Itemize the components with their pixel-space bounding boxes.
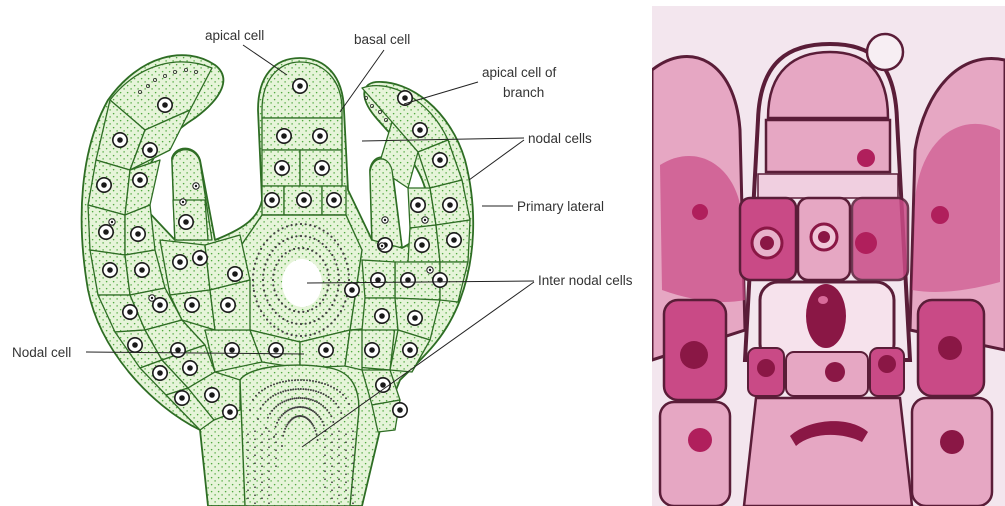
small-nucleus-7 bbox=[379, 243, 385, 249]
nucleus-26 bbox=[223, 405, 237, 419]
left-cortical-cell-2 bbox=[660, 402, 730, 506]
leader-nodal-cells-b bbox=[469, 140, 524, 180]
nucleus-45 bbox=[433, 273, 447, 287]
label-nodal-cells: nodal cells bbox=[528, 131, 592, 146]
nucleus-16 bbox=[103, 263, 117, 277]
nucleus-11 bbox=[143, 143, 157, 157]
nodal-nucleolus-left bbox=[760, 236, 774, 250]
label-apical-cell-of-branch-line2: branch bbox=[503, 85, 544, 100]
nucleus-50 bbox=[376, 378, 390, 392]
nucleus-25 bbox=[205, 388, 219, 402]
lower-nucleus-1 bbox=[757, 359, 775, 377]
nucleus-53 bbox=[345, 283, 359, 297]
nucleus-9 bbox=[158, 98, 172, 112]
nucleus-12 bbox=[97, 178, 111, 192]
nucleus-20 bbox=[128, 338, 142, 352]
internodal-cell-lower bbox=[240, 365, 359, 506]
right-cortical-nucleus-2 bbox=[940, 430, 964, 454]
basal-row-1 bbox=[262, 118, 342, 150]
left-branch-nucleus bbox=[692, 204, 708, 220]
nodal-nucleolus-center bbox=[818, 231, 830, 243]
leader-apical-cell bbox=[243, 45, 287, 75]
lower-internode bbox=[744, 398, 912, 506]
nucleus-38 bbox=[413, 123, 427, 137]
lower-nucleus-2 bbox=[825, 362, 845, 382]
nucleus-31 bbox=[185, 298, 199, 312]
nucleus-5 bbox=[315, 161, 329, 175]
small-nucleus-8 bbox=[382, 217, 388, 223]
nucleus-46 bbox=[371, 273, 385, 287]
small-nucleus-2 bbox=[193, 183, 199, 189]
nucleus-51 bbox=[393, 403, 407, 417]
stained-micrograph bbox=[652, 6, 1005, 506]
internodal-nucleus bbox=[806, 284, 846, 348]
nucleus-22 bbox=[153, 366, 167, 380]
left-cortical-nucleus-1 bbox=[680, 341, 708, 369]
nucleus-2 bbox=[277, 129, 291, 143]
nucleus-30 bbox=[228, 267, 242, 281]
small-nucleus-5 bbox=[422, 217, 428, 223]
right-branch-nucleus bbox=[931, 206, 949, 224]
lower-nucleus-3 bbox=[878, 355, 896, 373]
shoot-apex-drawing bbox=[82, 55, 474, 506]
nucleus-36 bbox=[365, 343, 379, 357]
nucleus-17 bbox=[135, 263, 149, 277]
internodal-nucleolus bbox=[818, 296, 828, 304]
nucleus-24 bbox=[175, 391, 189, 405]
nucleus-14 bbox=[99, 225, 113, 239]
nucleus-48 bbox=[408, 311, 422, 325]
nucleus-29 bbox=[193, 251, 207, 265]
nucleus-13 bbox=[133, 173, 147, 187]
small-nucleus-3 bbox=[109, 219, 115, 225]
wall-layer bbox=[758, 174, 898, 198]
small-nucleus-6 bbox=[427, 267, 433, 273]
nucleus-7 bbox=[297, 193, 311, 207]
nucleus-28 bbox=[173, 255, 187, 269]
label-nodal-cell: Nodal cell bbox=[12, 345, 71, 360]
nucleus-15 bbox=[131, 227, 145, 241]
small-nucleus-1 bbox=[180, 199, 186, 205]
nucleus-6 bbox=[265, 193, 279, 207]
label-inter-nodal-cells: Inter nodal cells bbox=[538, 273, 633, 288]
right-cortical-nucleus-1 bbox=[938, 336, 962, 360]
nucleus-47 bbox=[375, 309, 389, 323]
nucleus-41 bbox=[443, 198, 457, 212]
small-nucleus-4 bbox=[149, 295, 155, 301]
nucleus-8 bbox=[327, 193, 341, 207]
nucleus-10 bbox=[113, 133, 127, 147]
basal-cell-nucleus bbox=[857, 149, 875, 167]
label-apical-cell-of-branch-line1: apical cell of bbox=[482, 65, 557, 80]
nucleus-37 bbox=[398, 91, 412, 105]
apical-vesicle bbox=[867, 34, 903, 70]
nucleus-44 bbox=[401, 273, 415, 287]
nucleus-27 bbox=[179, 215, 193, 229]
nucleus-40 bbox=[411, 198, 425, 212]
nodal-nucleus-right bbox=[855, 232, 877, 254]
label-primary-lateral: Primary lateral bbox=[517, 199, 604, 214]
label-apical-cell: apical cell bbox=[205, 28, 264, 43]
nucleus-4 bbox=[275, 161, 289, 175]
label-basal-cell: basal cell bbox=[354, 32, 410, 47]
nucleus-3 bbox=[313, 129, 327, 143]
nucleus-18 bbox=[123, 305, 137, 319]
left-cortical-nucleus-2 bbox=[688, 428, 712, 452]
nucleus-23 bbox=[183, 361, 197, 375]
nucleus-39 bbox=[433, 153, 447, 167]
nucleus-33 bbox=[225, 343, 239, 357]
nucleus-32 bbox=[221, 298, 235, 312]
nucleus-49 bbox=[403, 343, 417, 357]
nucleus-43 bbox=[447, 233, 461, 247]
nucleus-35 bbox=[319, 343, 333, 357]
nucleus-42 bbox=[415, 238, 429, 252]
nucleus-21 bbox=[171, 343, 185, 357]
nucleus-1 bbox=[293, 79, 307, 93]
nucleus-34 bbox=[269, 343, 283, 357]
